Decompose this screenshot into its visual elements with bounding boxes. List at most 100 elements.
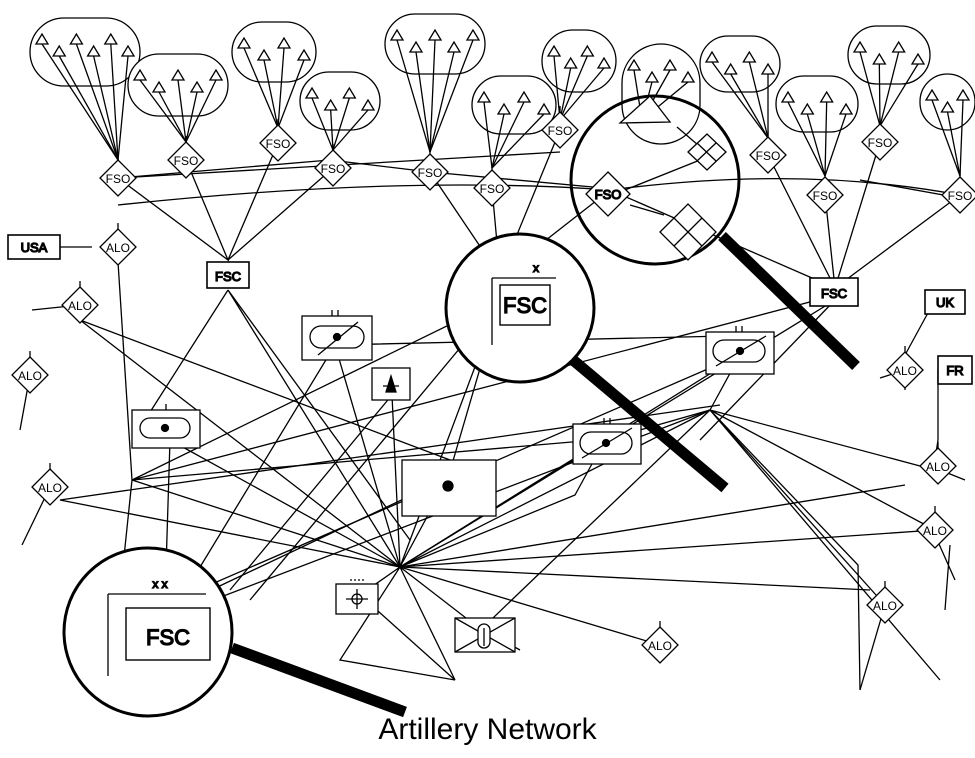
observer-triangle [236, 36, 252, 49]
observer-cluster [231, 21, 317, 129]
observer-triangle [52, 44, 67, 57]
corps-echelon-mark: x [533, 261, 539, 275]
observer-triangle [465, 28, 481, 41]
fso-node-label: FSO [868, 136, 893, 150]
alo-node-label: ALO [38, 481, 62, 495]
alo-node-label: ALO [873, 599, 897, 613]
observer-triangle [427, 28, 443, 41]
unit-symbol-8 [454, 617, 516, 653]
fsc-label-left: FSC [215, 269, 241, 284]
fr-label: FR [946, 363, 963, 378]
alo-node: ALO [919, 442, 957, 485]
observer-triangle [132, 68, 148, 81]
unit-symbol-7 [335, 579, 379, 615]
observer-triangle [924, 88, 940, 101]
uk-box: UK [924, 289, 966, 315]
fso-node-label: FSO [418, 166, 443, 180]
fsc-label-right: FSC [821, 286, 847, 301]
alo-node: ALO [11, 351, 49, 394]
alo-node-label: ALO [106, 241, 130, 255]
fso-node: FSO [314, 144, 352, 187]
fso-node: FSO [806, 171, 844, 214]
observer-cluster [699, 35, 781, 139]
observer-cluster [299, 71, 381, 151]
usa-label: USA [21, 240, 48, 255]
observer-triangle [323, 98, 338, 111]
observer-triangle [103, 32, 118, 45]
fso-magnified-label: FSO [595, 187, 622, 202]
fso-node: FSO [99, 154, 137, 197]
diagram-caption: Artillery Network [378, 713, 597, 746]
observer-triangle [34, 32, 50, 45]
fso-magnifier [569, 94, 860, 370]
alo-node: ALO [916, 506, 954, 549]
observer-cluster [621, 43, 701, 145]
unit-symbol-6 [401, 459, 497, 517]
observer-triangle [170, 68, 186, 81]
fso-node: FSO [167, 136, 205, 179]
fso-node-label: FSO [948, 189, 973, 203]
observer-triangle [838, 102, 854, 115]
observer-triangle [780, 90, 796, 103]
alo-node: ALO [886, 346, 924, 389]
fsc-division-magnifier: FSC x x [62, 546, 407, 718]
observer-cluster [775, 75, 859, 177]
observer-triangle [704, 50, 720, 63]
observer-triangle [872, 52, 887, 65]
observer-cluster [384, 13, 486, 153]
fsc-division-label: FSC [146, 625, 190, 650]
fso-node: FSO [541, 106, 579, 149]
alo-node-label: ALO [648, 639, 672, 653]
fso-node: FSO [473, 164, 511, 207]
alo-node-label: ALO [926, 460, 950, 474]
fsc-corps-magnifier: FSC x [444, 232, 729, 493]
fsc-box-right: FSC [809, 277, 859, 307]
observer-triangle [256, 48, 272, 61]
alo-node: ALO [61, 281, 99, 324]
fso-node-label: FSO [174, 154, 199, 168]
observer-triangle [819, 90, 834, 103]
fso-node: FSO [861, 118, 899, 161]
alo-node-label: ALO [68, 299, 92, 313]
alo-node: ALO [641, 621, 679, 664]
observer-clusters [29, 13, 975, 177]
observer-triangle [389, 28, 405, 41]
observer-cluster [127, 53, 229, 143]
unit-symbol-1 [301, 310, 373, 361]
observer-triangle [342, 86, 357, 99]
fso-node: FSO [411, 148, 449, 191]
uk-label: UK [936, 295, 954, 310]
observer-triangle [408, 40, 424, 53]
observer-triangle [580, 44, 595, 57]
fr-box: FR [937, 355, 973, 385]
observer-triangle [189, 80, 205, 93]
observer-triangle [296, 48, 312, 61]
observer-triangle [644, 70, 660, 83]
observer-triangle [891, 40, 906, 53]
fsc-corps-label: FSC [503, 293, 547, 318]
fsc-box-left: FSC [206, 261, 250, 289]
observer-triangle [86, 44, 101, 57]
fso-nodes: FSO FSO FSO FSO FSO FSO FSO FSO FSO FSO FSO [99, 106, 975, 214]
alo-node-label: ALO [923, 524, 947, 538]
observer-triangle [680, 70, 696, 83]
observer-triangle [360, 98, 376, 111]
fso-node-label: FSO [266, 137, 291, 151]
observer-triangle [151, 80, 167, 93]
division-echelon-mark: x x [152, 577, 167, 591]
observer-triangle [69, 32, 84, 45]
observer-cluster [541, 29, 617, 121]
alo-node-label: ALO [893, 364, 917, 378]
unit-symbol-3 [705, 326, 775, 375]
observer-triangle [800, 102, 815, 115]
fso-node-magnified: FSO [585, 171, 631, 217]
observer-triangle [596, 56, 612, 69]
alo-node: ALO [866, 581, 904, 624]
observer-triangle [563, 56, 578, 69]
observer-triangle [760, 62, 776, 75]
observer-triangle [536, 102, 552, 115]
fso-node-label: FSO [548, 124, 573, 138]
alo-node-label: ALO [18, 369, 42, 383]
